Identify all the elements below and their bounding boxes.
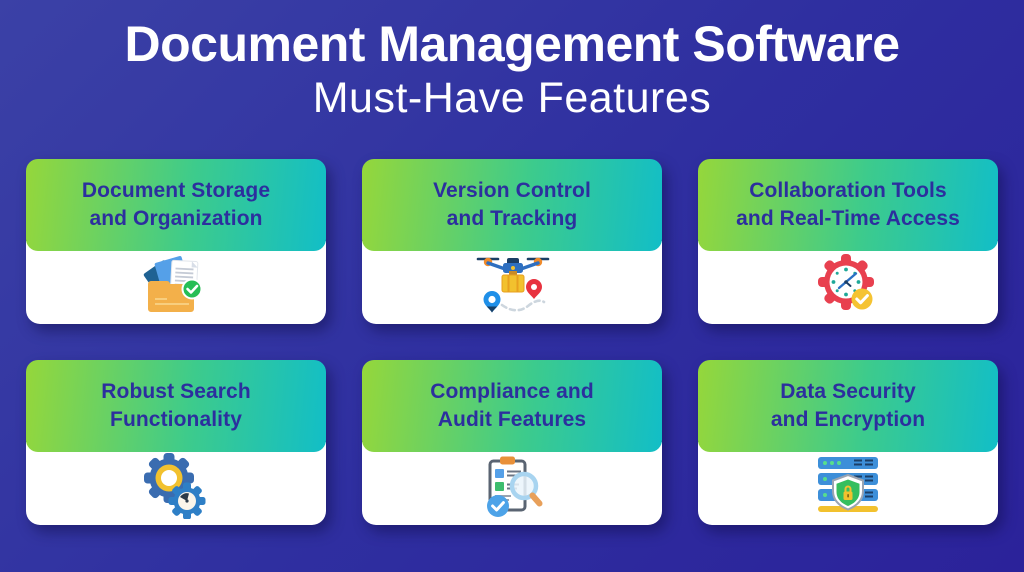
card-data-security-body <box>698 442 998 525</box>
card-title-line: and Real-Time Access <box>736 207 960 230</box>
card-data-security: Data Security and Encryption <box>698 360 998 525</box>
card-version-control-header: Version Control and Tracking <box>362 159 662 251</box>
card-title-line: Robust Search <box>101 380 251 404</box>
card-robust-search: Robust Search Functionality <box>26 360 326 525</box>
card-compliance-audit: Compliance and Audit Features <box>362 360 662 525</box>
delivery-drone-tracking-icon <box>470 252 554 318</box>
card-collaboration-tools-body <box>698 241 998 324</box>
card-collaboration-tools: Collaboration Tools and Real-Time Access <box>698 159 998 324</box>
feature-cards-grid: Document Storage and Organization <box>0 159 1024 525</box>
card-title: Document Storage and Organization <box>82 177 270 233</box>
card-title-line: and Organization <box>89 207 263 230</box>
card-title-line: Audit Features <box>437 408 587 431</box>
card-title: Collaboration Tools and Real-Time Access <box>736 177 960 233</box>
card-title-line: Collaboration Tools <box>749 179 947 203</box>
card-robust-search-body <box>26 442 326 525</box>
card-title-line: Functionality <box>110 408 242 431</box>
page-title-line1: Document Management Software <box>124 16 900 72</box>
card-title: Compliance and Audit Features <box>430 378 594 434</box>
card-title-line: Version Control <box>433 179 591 203</box>
card-title-line: Data Security <box>780 380 916 404</box>
card-document-storage-header: Document Storage and Organization <box>26 159 326 251</box>
folder-documents-icon <box>134 252 218 318</box>
clipboard-magnifier-icon <box>470 453 554 519</box>
card-version-control: Version Control and Tracking <box>362 159 662 324</box>
card-title-line: Compliance and <box>430 380 594 404</box>
double-gears-icon <box>134 453 218 519</box>
card-compliance-audit-header: Compliance and Audit Features <box>362 360 662 452</box>
card-title: Data Security and Encryption <box>771 378 925 434</box>
card-document-storage-body <box>26 241 326 324</box>
secure-server-icon <box>806 453 890 519</box>
gear-clock-icon <box>806 252 890 318</box>
card-compliance-audit-body <box>362 442 662 525</box>
page-title-line2: Must-Have Features <box>312 74 712 122</box>
card-collaboration-tools-header: Collaboration Tools and Real-Time Access <box>698 159 998 251</box>
card-document-storage: Document Storage and Organization <box>26 159 326 324</box>
card-data-security-header: Data Security and Encryption <box>698 360 998 452</box>
card-title-line: Document Storage <box>81 179 271 203</box>
page-title: Document Management Software Must-Have F… <box>0 0 1024 158</box>
card-version-control-body <box>362 241 662 324</box>
card-title: Robust Search Functionality <box>101 378 251 434</box>
card-robust-search-header: Robust Search Functionality <box>26 360 326 452</box>
card-title: Version Control and Tracking <box>433 177 591 233</box>
card-title-line: and Tracking <box>446 207 578 230</box>
card-title-line: and Encryption <box>770 408 926 431</box>
